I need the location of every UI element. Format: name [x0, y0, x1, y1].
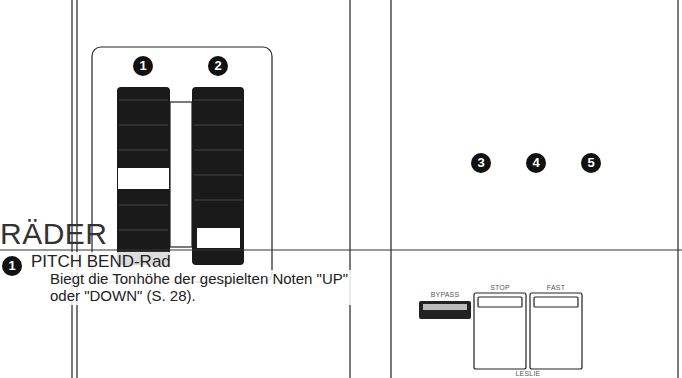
callout-number: 5	[581, 153, 601, 173]
heading-rule	[0, 250, 682, 251]
panel-edge	[677, 0, 678, 378]
panel-edge	[390, 0, 391, 378]
callout-number: 1	[2, 256, 22, 276]
wheel-marker	[197, 228, 240, 248]
button-label: BYPASS	[431, 291, 460, 299]
bypass-button	[419, 301, 471, 319]
panel-edge	[71, 0, 72, 378]
button-label: LESLIE	[516, 370, 541, 378]
wheel-bezel	[92, 47, 272, 282]
pitch-bend-wheel	[117, 87, 170, 265]
button-label: FAST	[547, 284, 565, 292]
callout-number: 2	[208, 56, 228, 76]
part-name: PITCH BEND-Rad	[31, 252, 171, 272]
section-heading: RÄDER	[0, 219, 108, 249]
wheel-bridge	[170, 102, 192, 247]
wheel-marker	[118, 168, 169, 189]
panel-edge	[76, 0, 77, 378]
fast-button	[530, 293, 582, 369]
stop-button	[474, 293, 526, 369]
modulation-wheel	[192, 87, 244, 265]
panel-edge	[349, 0, 350, 378]
callout-number: 1	[133, 56, 153, 76]
callout-number: 3	[471, 153, 491, 173]
description: Biegt die Tonhöhe der gespielten Noten "…	[50, 270, 380, 305]
button-label: STOP	[490, 284, 510, 292]
callout-number: 4	[526, 153, 546, 173]
